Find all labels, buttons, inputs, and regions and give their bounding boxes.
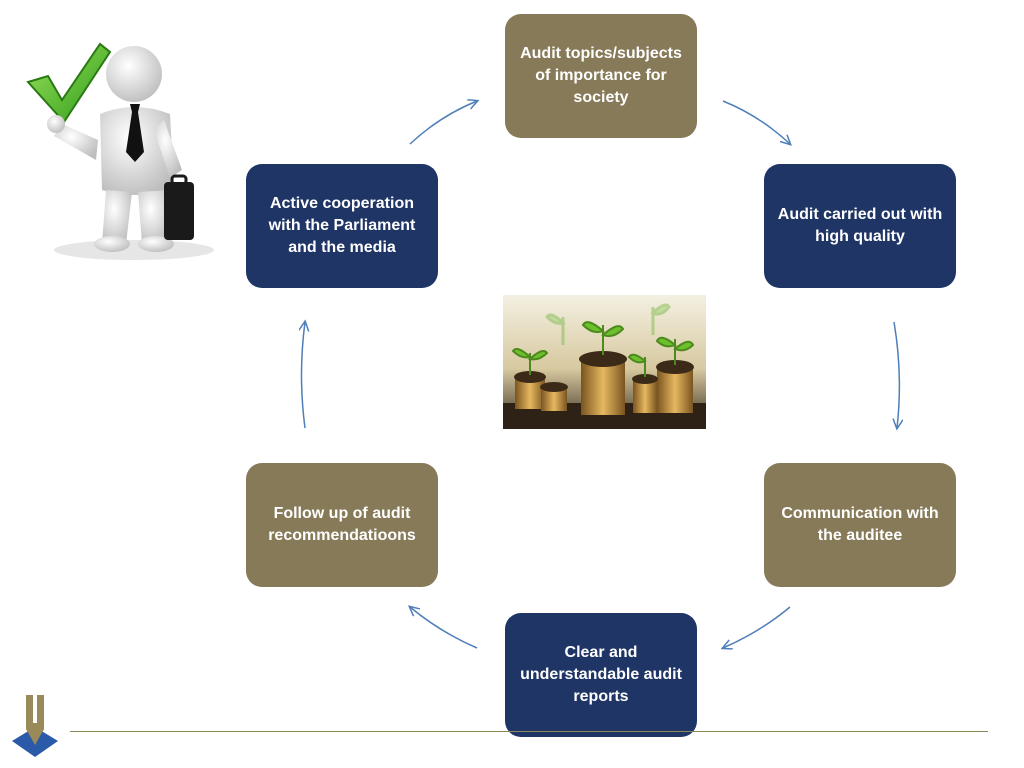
cycle-arrow-icon (723, 606, 791, 648)
node-label: Clear and understandable audit reports (520, 644, 682, 705)
node-audit-quality: Audit carried out with high quality (764, 164, 956, 288)
footer-divider (70, 731, 988, 732)
node-label: Communication with the auditee (781, 505, 939, 544)
node-clear-reports: Clear and understandable audit reports (505, 613, 697, 737)
node-label: Audit topics/subjects of importance for … (520, 45, 682, 106)
node-communication-auditee: Communication with the auditee (764, 463, 956, 587)
businessman-checkmark-icon (26, 42, 214, 260)
institution-logo-icon (12, 695, 58, 757)
cycle-arrow-icon (722, 100, 790, 144)
node-audit-topics: Audit topics/subjects of importance for … (505, 14, 697, 138)
node-follow-up: Follow up of audit recommendatioons (246, 463, 438, 587)
cycle-arrow-icon (302, 322, 306, 429)
node-active-cooperation: Active cooperation with the Parliament a… (246, 164, 438, 288)
coins-with-sprouts-image (503, 295, 706, 429)
cycle-arrow-icon (894, 321, 899, 428)
cycle-arrow-icon (410, 607, 478, 649)
node-label: Follow up of audit recommendatioons (268, 505, 416, 544)
node-label: Audit carried out with high quality (777, 206, 943, 245)
node-label: Active cooperation with the Parliament a… (268, 195, 416, 256)
cycle-arrow-icon (409, 101, 477, 145)
